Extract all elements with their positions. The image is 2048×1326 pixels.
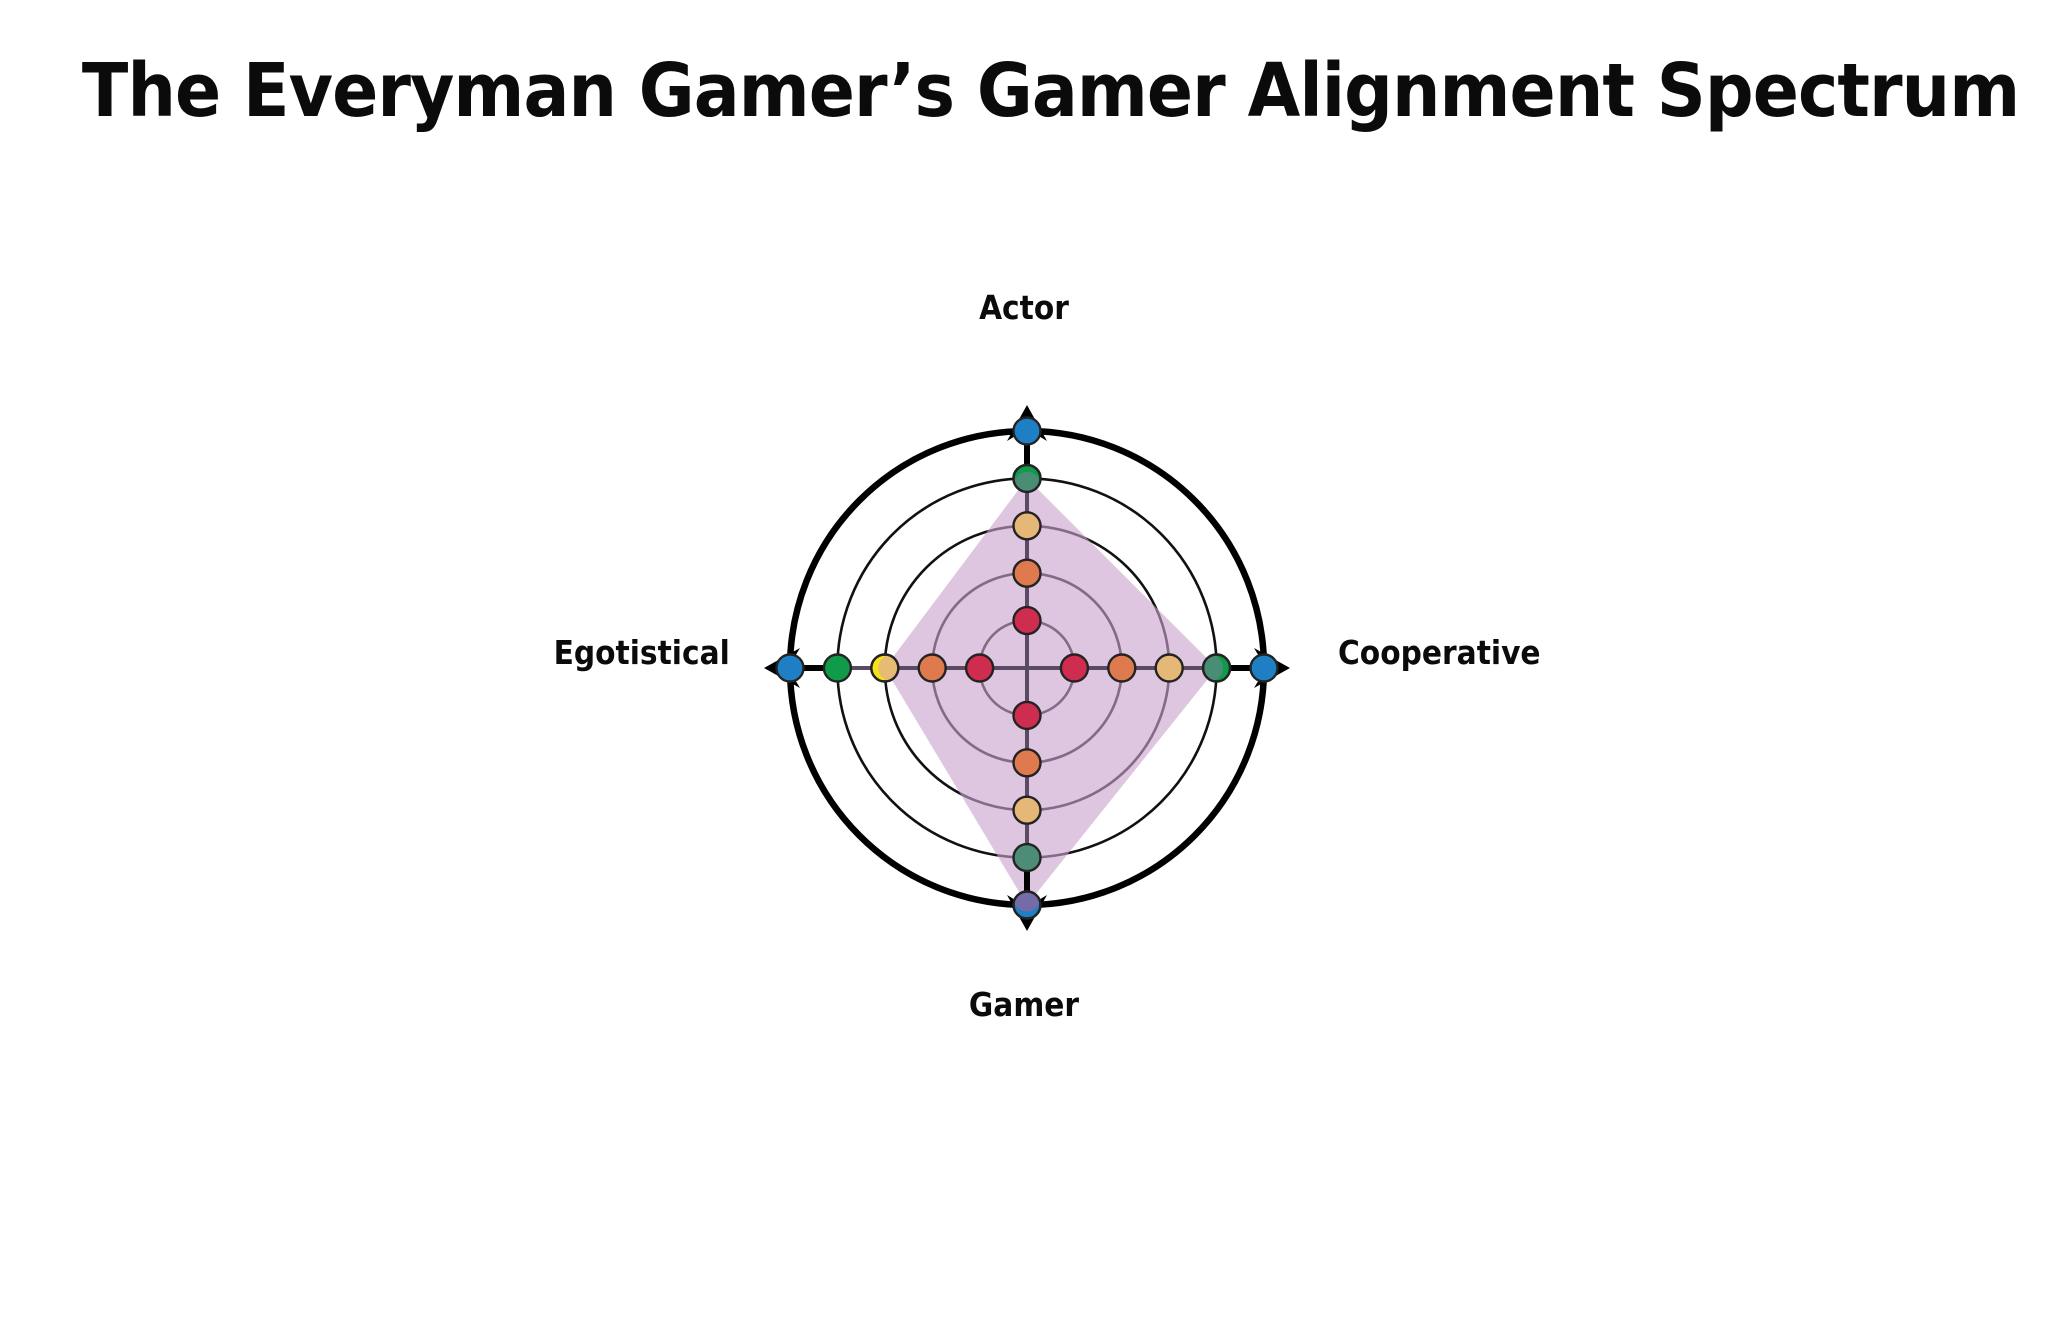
data-point-bottom-ring5[interactable] bbox=[1012, 885, 1042, 920]
data-point-left-ring1[interactable] bbox=[964, 653, 995, 683]
data-point-right-ring2[interactable] bbox=[1107, 653, 1137, 683]
axis-label-gamer: Gamer bbox=[968, 985, 1080, 1024]
data-point-left-ring3[interactable] bbox=[870, 653, 905, 683]
data-point-left-ring5[interactable] bbox=[775, 653, 805, 683]
data-point-bottom-ring3[interactable] bbox=[1012, 795, 1042, 825]
data-point-bottom-ring4[interactable] bbox=[1012, 842, 1042, 873]
data-point-bottom-ring2[interactable] bbox=[1012, 748, 1042, 778]
data-point-right-ring5[interactable] bbox=[1249, 653, 1279, 683]
data-point-top-ring5[interactable] bbox=[1012, 416, 1042, 446]
data-point-bottom-ring1[interactable] bbox=[1012, 700, 1042, 731]
radar-plot bbox=[764, 405, 1290, 931]
data-point-right-ring3[interactable] bbox=[1154, 653, 1184, 683]
data-point-left-ring4[interactable] bbox=[822, 653, 853, 683]
axis-label-egotistical: Egotistical bbox=[553, 633, 730, 672]
page-title: The Everyman Gamer’s Gamer Alignment Spe… bbox=[81, 48, 2020, 134]
data-point-top-ring4[interactable] bbox=[1012, 463, 1042, 499]
axis-label-cooperative: Cooperative bbox=[1338, 633, 1541, 672]
data-point-top-ring1[interactable] bbox=[1012, 605, 1042, 636]
data-point-right-ring4[interactable] bbox=[1196, 653, 1232, 683]
data-polygon-shape bbox=[884, 478, 1217, 905]
inner-axis-lines bbox=[790, 431, 1264, 905]
data-point-right-ring1[interactable] bbox=[1059, 653, 1090, 683]
data-point-markers bbox=[775, 416, 1279, 920]
data-point-left-ring2[interactable] bbox=[917, 653, 947, 683]
data-point-top-ring3[interactable] bbox=[1012, 511, 1042, 541]
radar-svg bbox=[764, 405, 1290, 931]
data-point-top-ring2[interactable] bbox=[1012, 558, 1042, 588]
axis-label-actor: Actor bbox=[979, 288, 1069, 327]
